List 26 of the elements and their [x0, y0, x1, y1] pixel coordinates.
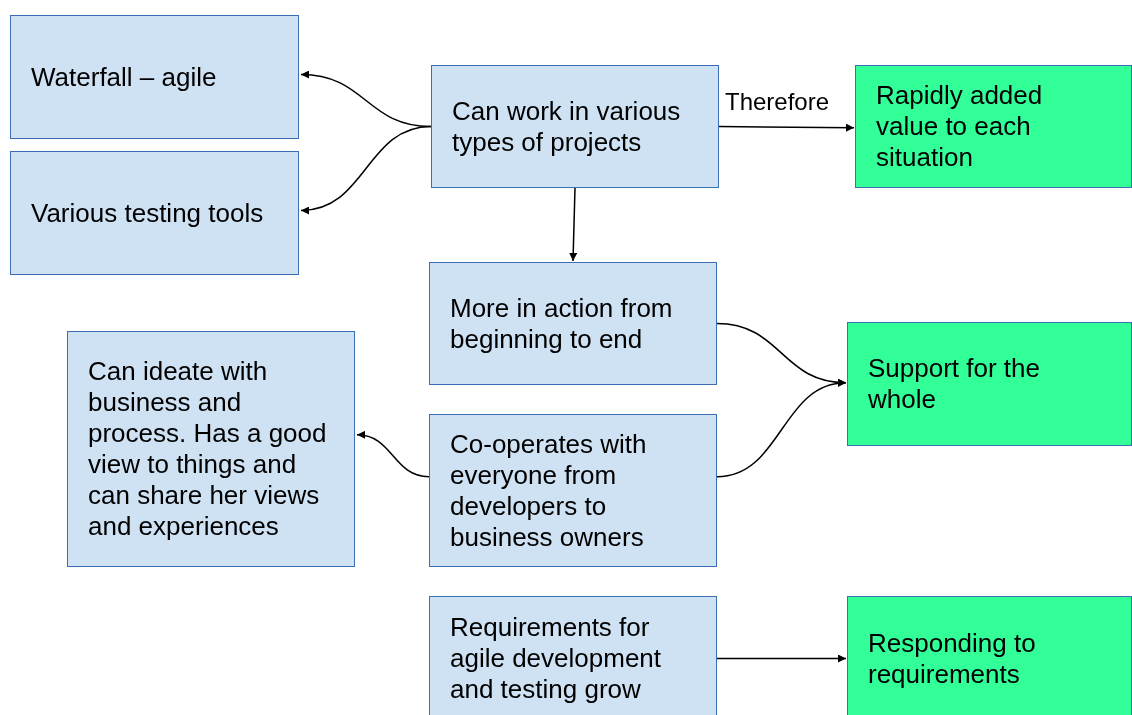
process-box: [67, 331, 355, 567]
box-text: Responding to requirements: [868, 627, 1037, 690]
process-box: [10, 15, 299, 139]
process-box: [847, 322, 1132, 446]
process-box: [429, 262, 717, 385]
box-text: Can ideate with business and process. Has a good view to things and can share her views and experiences: [88, 356, 328, 542]
box-text: Support for the whole: [868, 353, 1041, 415]
box-text: Requirements for agile development and testing grow: [450, 612, 663, 705]
process-box: [855, 65, 1132, 188]
arrow: [716, 654, 847, 663]
process-box: [431, 65, 719, 188]
arrow: [356, 431, 430, 478]
arrow: [716, 379, 847, 478]
box-text: More in action from beginning to end: [450, 292, 674, 355]
process-box: [429, 596, 717, 715]
arrow: [569, 187, 578, 262]
process-box: [429, 414, 717, 567]
box-text: Various testing tools: [31, 197, 265, 229]
box-text: Co-operates with everyone from developers to business owners: [450, 428, 648, 553]
box-text: Can work in various types of projects: [452, 95, 682, 158]
process-box: [847, 596, 1132, 715]
process-box: [10, 151, 299, 275]
arrow: [300, 125, 432, 214]
box-text: Waterfall – agile: [31, 61, 218, 93]
box-text: Rapidly added value to each situation: [876, 80, 1044, 173]
arrow: [718, 123, 855, 132]
